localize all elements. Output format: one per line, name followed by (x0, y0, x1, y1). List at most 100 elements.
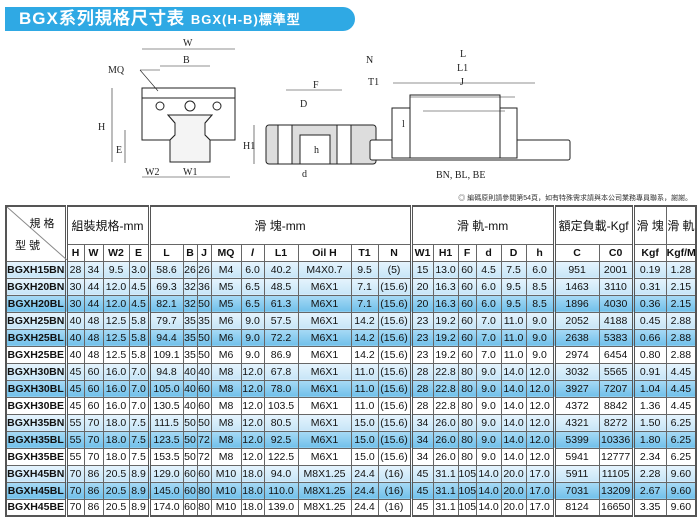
value-cell: M10 (210, 498, 242, 517)
value-cell: 14.0 (500, 379, 527, 398)
value-cell: 61.3 (263, 294, 299, 313)
label-T1: T1 (368, 77, 379, 88)
value-cell: 7.0 (475, 328, 502, 347)
value-cell: 18.0 (102, 447, 130, 466)
value-cell: 1.04 (631, 379, 667, 398)
label-D: D (300, 99, 307, 110)
value-cell: 11105 (598, 464, 634, 483)
value-cell: 4.45 (665, 396, 697, 415)
model-cell: BGXH20BN (5, 277, 67, 296)
column-header: Kgf (631, 243, 667, 262)
value-cell: 4.5 (475, 260, 502, 279)
value-cell: 60 (83, 362, 104, 381)
value-cell: 139.0 (263, 498, 299, 517)
value-cell: 60 (83, 396, 104, 415)
value-cell: 31.1 (432, 464, 459, 483)
value-cell: 31.1 (432, 481, 459, 500)
value-cell: M6 (210, 345, 242, 364)
column-header: H (64, 243, 85, 262)
value-cell: 1.50 (631, 413, 667, 432)
value-cell: 4.45 (665, 379, 697, 398)
label-L1: L1 (457, 63, 468, 74)
value-cell: M8 (210, 413, 242, 432)
value-cell: 17.0 (525, 464, 555, 483)
value-cell: 15 (409, 260, 434, 279)
model-cell: BGXH30BE (5, 396, 67, 415)
value-cell: 5383 (598, 328, 634, 347)
value-cell: 9.0 (475, 362, 502, 381)
value-cell: 19.2 (432, 345, 459, 364)
value-cell: 7.1 (350, 277, 379, 296)
value-cell: 0.91 (631, 362, 667, 381)
value-cell: 11.0 (350, 379, 379, 398)
value-cell: 4.5 (128, 294, 150, 313)
value-cell: 105 (457, 464, 477, 483)
value-cell: 9.0 (475, 447, 502, 466)
value-cell: (15.6) (377, 311, 412, 330)
value-cell: 9.0 (240, 311, 265, 330)
value-cell: 12.5 (102, 345, 130, 364)
value-cell: 12.0 (525, 447, 555, 466)
value-cell: M6X1 (297, 294, 352, 313)
column-header: C (552, 243, 600, 262)
dimension-diagram: W B MQ H E W2 W1 F D d H1 h N T1 L L1 J … (98, 38, 571, 181)
column-header: MQ (210, 243, 242, 262)
value-cell: 109.1 (147, 345, 184, 364)
value-cell: 60 (196, 464, 212, 483)
label-d: d (302, 169, 307, 180)
value-cell: 82.1 (147, 294, 184, 313)
value-cell: 78.0 (263, 379, 299, 398)
value-cell: 50 (182, 447, 198, 466)
value-cell: M6X1 (297, 362, 352, 381)
value-cell: 32 (182, 277, 198, 296)
value-cell: 14.0 (500, 362, 527, 381)
value-cell: 153.5 (147, 447, 184, 466)
value-cell: 44 (83, 294, 104, 313)
value-cell: 44 (83, 277, 104, 296)
value-cell: 5.8 (128, 311, 150, 330)
value-cell: 0.31 (631, 277, 667, 296)
value-cell: (16) (377, 481, 412, 500)
value-cell: 111.5 (147, 413, 184, 432)
value-cell: 16.3 (432, 294, 459, 313)
value-cell: 5941 (552, 447, 600, 466)
value-cell: 86 (83, 498, 104, 517)
value-cell: 18.0 (102, 413, 130, 432)
value-cell: 17.0 (525, 498, 555, 517)
value-cell: 34 (409, 430, 434, 449)
value-cell: 30 (64, 294, 85, 313)
value-cell: M6X1 (297, 413, 352, 432)
value-cell: 22.8 (432, 396, 459, 415)
value-cell: 2.28 (631, 464, 667, 483)
value-cell: 6.25 (665, 413, 697, 432)
column-header: Kgf/M (665, 243, 697, 262)
value-cell: 12.0 (525, 396, 555, 415)
value-cell: M6X1 (297, 379, 352, 398)
column-header: C0 (598, 243, 634, 262)
value-cell: M6X1 (297, 430, 352, 449)
value-cell: 1896 (552, 294, 600, 313)
value-cell: 105.0 (147, 379, 184, 398)
group-rail: 滑 軌-mm (409, 205, 555, 245)
value-cell: M6X1 (297, 447, 352, 466)
value-cell: 6.0 (475, 277, 502, 296)
value-cell: 8.9 (128, 498, 150, 517)
value-cell: 4321 (552, 413, 600, 432)
value-cell: 1.80 (631, 430, 667, 449)
value-cell: 36 (196, 277, 212, 296)
value-cell: 55 (64, 430, 85, 449)
value-cell: 7.5 (128, 430, 150, 449)
value-cell: 4.45 (665, 362, 697, 381)
value-cell: 14.0 (500, 396, 527, 415)
value-cell: 18.0 (240, 498, 265, 517)
value-cell: 7.0 (475, 311, 502, 330)
column-header: Oil H (297, 243, 352, 262)
model-cell: BGXH45BE (5, 498, 67, 517)
value-cell: 1463 (552, 277, 600, 296)
value-cell: 6454 (598, 345, 634, 364)
value-cell: 15.0 (350, 447, 379, 466)
value-cell: 19.2 (432, 311, 459, 330)
